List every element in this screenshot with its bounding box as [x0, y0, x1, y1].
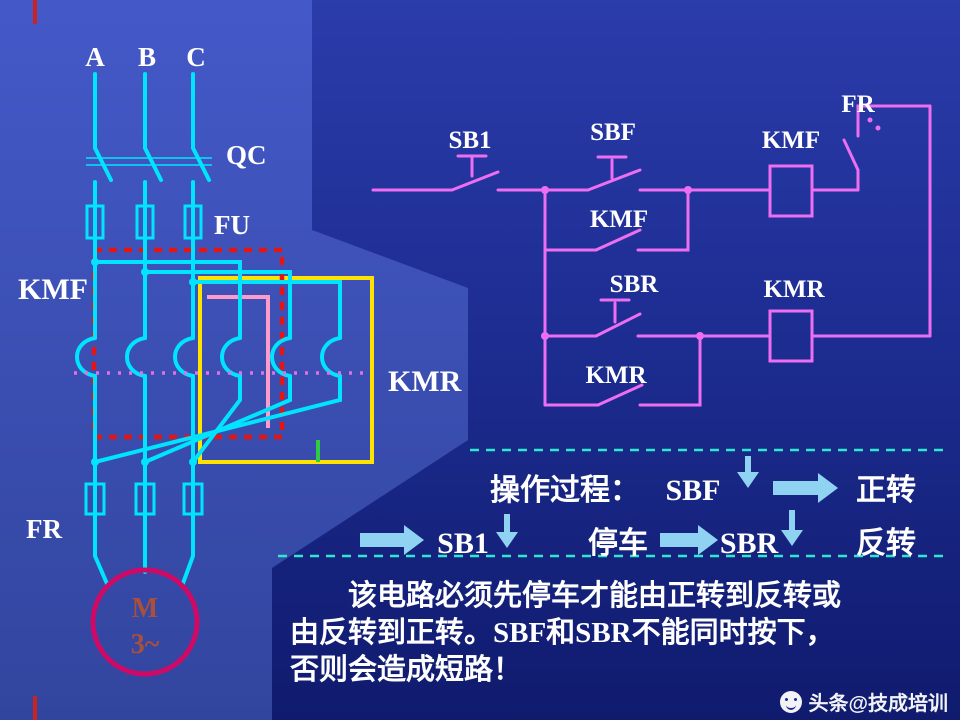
- fu-label: FU: [214, 210, 250, 240]
- fr-heater-c: [182, 482, 204, 516]
- kmf-seal-blade: [594, 228, 642, 252]
- right-arrow-to-sbr: [660, 525, 718, 555]
- watermark-text: 头条@技成培训: [808, 693, 948, 715]
- kmr-highlight-box: [198, 276, 374, 464]
- kmf-contact-b: [125, 336, 147, 378]
- kmr-seal-label: KMR: [585, 362, 647, 389]
- flow-title: 操作过程：: [490, 474, 640, 507]
- kmr-coil-label: KMR: [763, 276, 825, 303]
- kmr-coil: [768, 309, 814, 363]
- flow-stop-result: 停车: [588, 526, 648, 560]
- flow-sbr: SBR: [720, 527, 779, 560]
- down-arrow-after-sb1: [496, 514, 518, 548]
- fr-main-label: FR: [26, 514, 62, 544]
- kmf-seal-label: KMF: [590, 206, 648, 233]
- phase-a-bottom: [93, 374, 110, 588]
- kmr-feed-a: [93, 260, 242, 340]
- phase-c-label: C: [186, 42, 206, 72]
- fr-heater-a: [84, 482, 106, 516]
- kmr-cross-a: [191, 374, 242, 464]
- qc-blade-b: [143, 146, 163, 182]
- kmr-feed-c: [191, 280, 342, 340]
- flow-sb1: SB1: [437, 527, 489, 560]
- kmf-contact-a: [75, 336, 97, 378]
- kmf-seal-branch-right: [636, 188, 690, 252]
- power-junction-dots: [91, 258, 197, 466]
- kmr-main-label: KMR: [388, 365, 462, 398]
- phase-a-label: A: [85, 42, 105, 72]
- flow-arrows: [360, 456, 838, 555]
- fu-fuses: [85, 204, 203, 240]
- qc-blade-a: [93, 146, 113, 182]
- down-arrow-after-sbr: [781, 510, 803, 546]
- fr-control-label: FR: [841, 91, 875, 118]
- fuse-a: [85, 204, 105, 240]
- kmr-seal-blade: [596, 383, 644, 407]
- motor-circle: [90, 567, 200, 677]
- qc-label: QC: [226, 140, 267, 170]
- edge-red-tick-top: [33, 0, 37, 24]
- fr-contact-blade: [842, 138, 860, 172]
- kmf-main-label: KMF: [18, 273, 88, 306]
- qc-linkage-lines: [86, 157, 212, 166]
- kmf-coil: [768, 164, 814, 218]
- contactor-coils: [768, 164, 814, 363]
- watermark: 头条@技成培训: [780, 687, 948, 716]
- kmr-feed-b: [143, 270, 292, 340]
- right-arrow-to-forward: [773, 473, 838, 503]
- control-junction-dots: [541, 117, 881, 340]
- motor-phase: 3~: [131, 629, 160, 660]
- flow-sbf: SBF: [665, 474, 720, 507]
- kmr-cross-b: [143, 374, 292, 464]
- note-line-3: 否则会造成短路！: [290, 654, 523, 686]
- kmr-contact-a: [220, 336, 242, 378]
- fr-heater-b: [134, 482, 156, 516]
- kmr-seal-branch-right: [638, 334, 702, 407]
- fr-contact-upper: [856, 104, 932, 138]
- watermark-logo-icon: [780, 690, 803, 713]
- note-line-2: 由反转到正转。SBF和SBR不能同时按下，: [290, 617, 835, 649]
- right-arrow-to-sb1: [360, 525, 424, 555]
- pink-wire-highlight: [207, 295, 270, 428]
- background-panel: [0, 0, 468, 720]
- kmf-coil-label: KMF: [762, 127, 820, 154]
- sb1-label: SB1: [448, 127, 491, 154]
- flow-reverse-result: 反转: [856, 527, 916, 560]
- note-paragraph: 该电路必须先停车才能由正转到反转或 由反转到正转。SBF和SBR不能同时按下， …: [290, 578, 946, 689]
- sbf-label: SBF: [590, 119, 636, 146]
- kmr-cross-c: [93, 374, 342, 464]
- sbr-blade: [594, 312, 642, 338]
- qc-blade-c: [191, 146, 211, 182]
- phase-b-label: B: [138, 42, 156, 72]
- fuse-b: [135, 204, 155, 240]
- motor-letter: M: [132, 593, 158, 624]
- power-circuit-wires: [75, 72, 342, 588]
- sbf-blade: [586, 168, 642, 192]
- down-arrow-after-sbf: [737, 456, 759, 488]
- edge-red-tick-bottom: [33, 696, 37, 720]
- note-line-1: 该电路必须先停车才能由正转到反转或: [348, 580, 842, 612]
- fr-heater-elements: [84, 482, 204, 516]
- sbr-label: SBR: [610, 271, 660, 298]
- kmr-contact-c: [320, 336, 342, 378]
- fuse-c: [183, 204, 203, 240]
- sb1-blade: [450, 170, 500, 192]
- flow-forward-result: 正转: [856, 474, 916, 507]
- kmf-contact-c: [173, 336, 195, 378]
- control-circuit-wires: [371, 104, 932, 407]
